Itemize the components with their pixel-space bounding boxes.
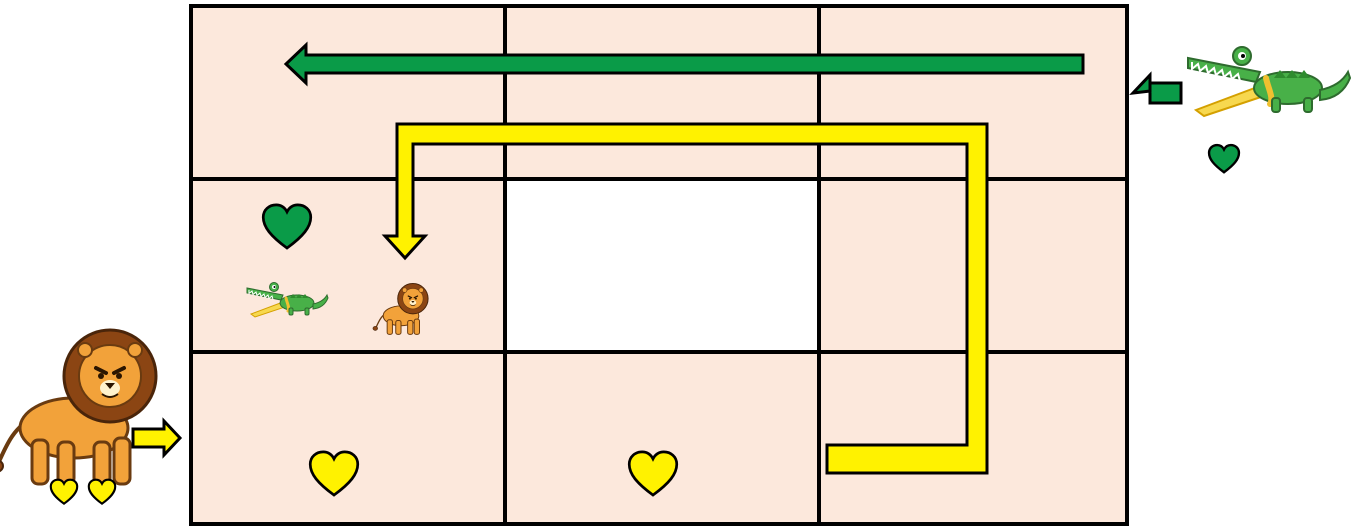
lion-entry-arrow-icon bbox=[133, 421, 180, 455]
yellow-heart-icon bbox=[89, 480, 115, 504]
cell-r3-c1 bbox=[191, 352, 505, 524]
cell-r3-c2 bbox=[505, 352, 819, 524]
crocodile-icon bbox=[1188, 47, 1350, 116]
crocodile-entry-arrow-icon bbox=[1133, 75, 1181, 103]
lion-icon bbox=[0, 330, 156, 484]
cell-r2-c1 bbox=[191, 179, 505, 352]
green-heart-icon bbox=[1209, 145, 1239, 172]
cell-r1-c1 bbox=[191, 6, 505, 179]
cell-r2-c2-empty bbox=[505, 179, 819, 352]
cell-r1-c2 bbox=[505, 6, 819, 179]
yellow-heart-icon bbox=[51, 480, 77, 504]
